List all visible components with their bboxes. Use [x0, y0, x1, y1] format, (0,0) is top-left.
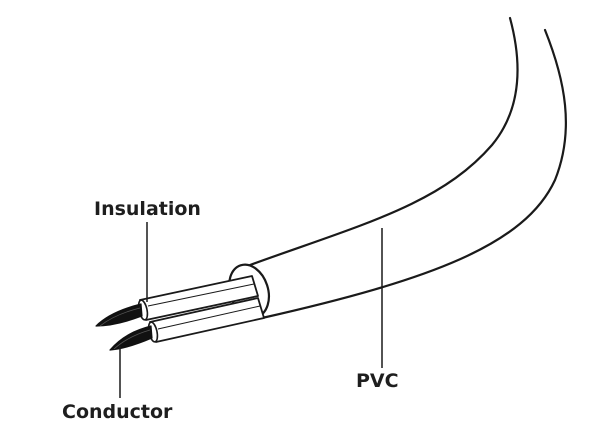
insulation-label: Insulation [94, 198, 201, 220]
lower-conductor [109, 325, 153, 351]
pvc-jacket-top-edge [248, 16, 519, 267]
pvc-jacket [227, 16, 568, 320]
pvc-jacket-bottom-edge [260, 28, 568, 320]
leader-lines [119, 222, 383, 398]
conductors [95, 303, 153, 351]
pvc-jacket-fill [250, 18, 566, 318]
conductor-label: Conductor [62, 401, 173, 423]
insulated-cores [137, 275, 265, 343]
pvc-label: PVC [356, 370, 399, 392]
